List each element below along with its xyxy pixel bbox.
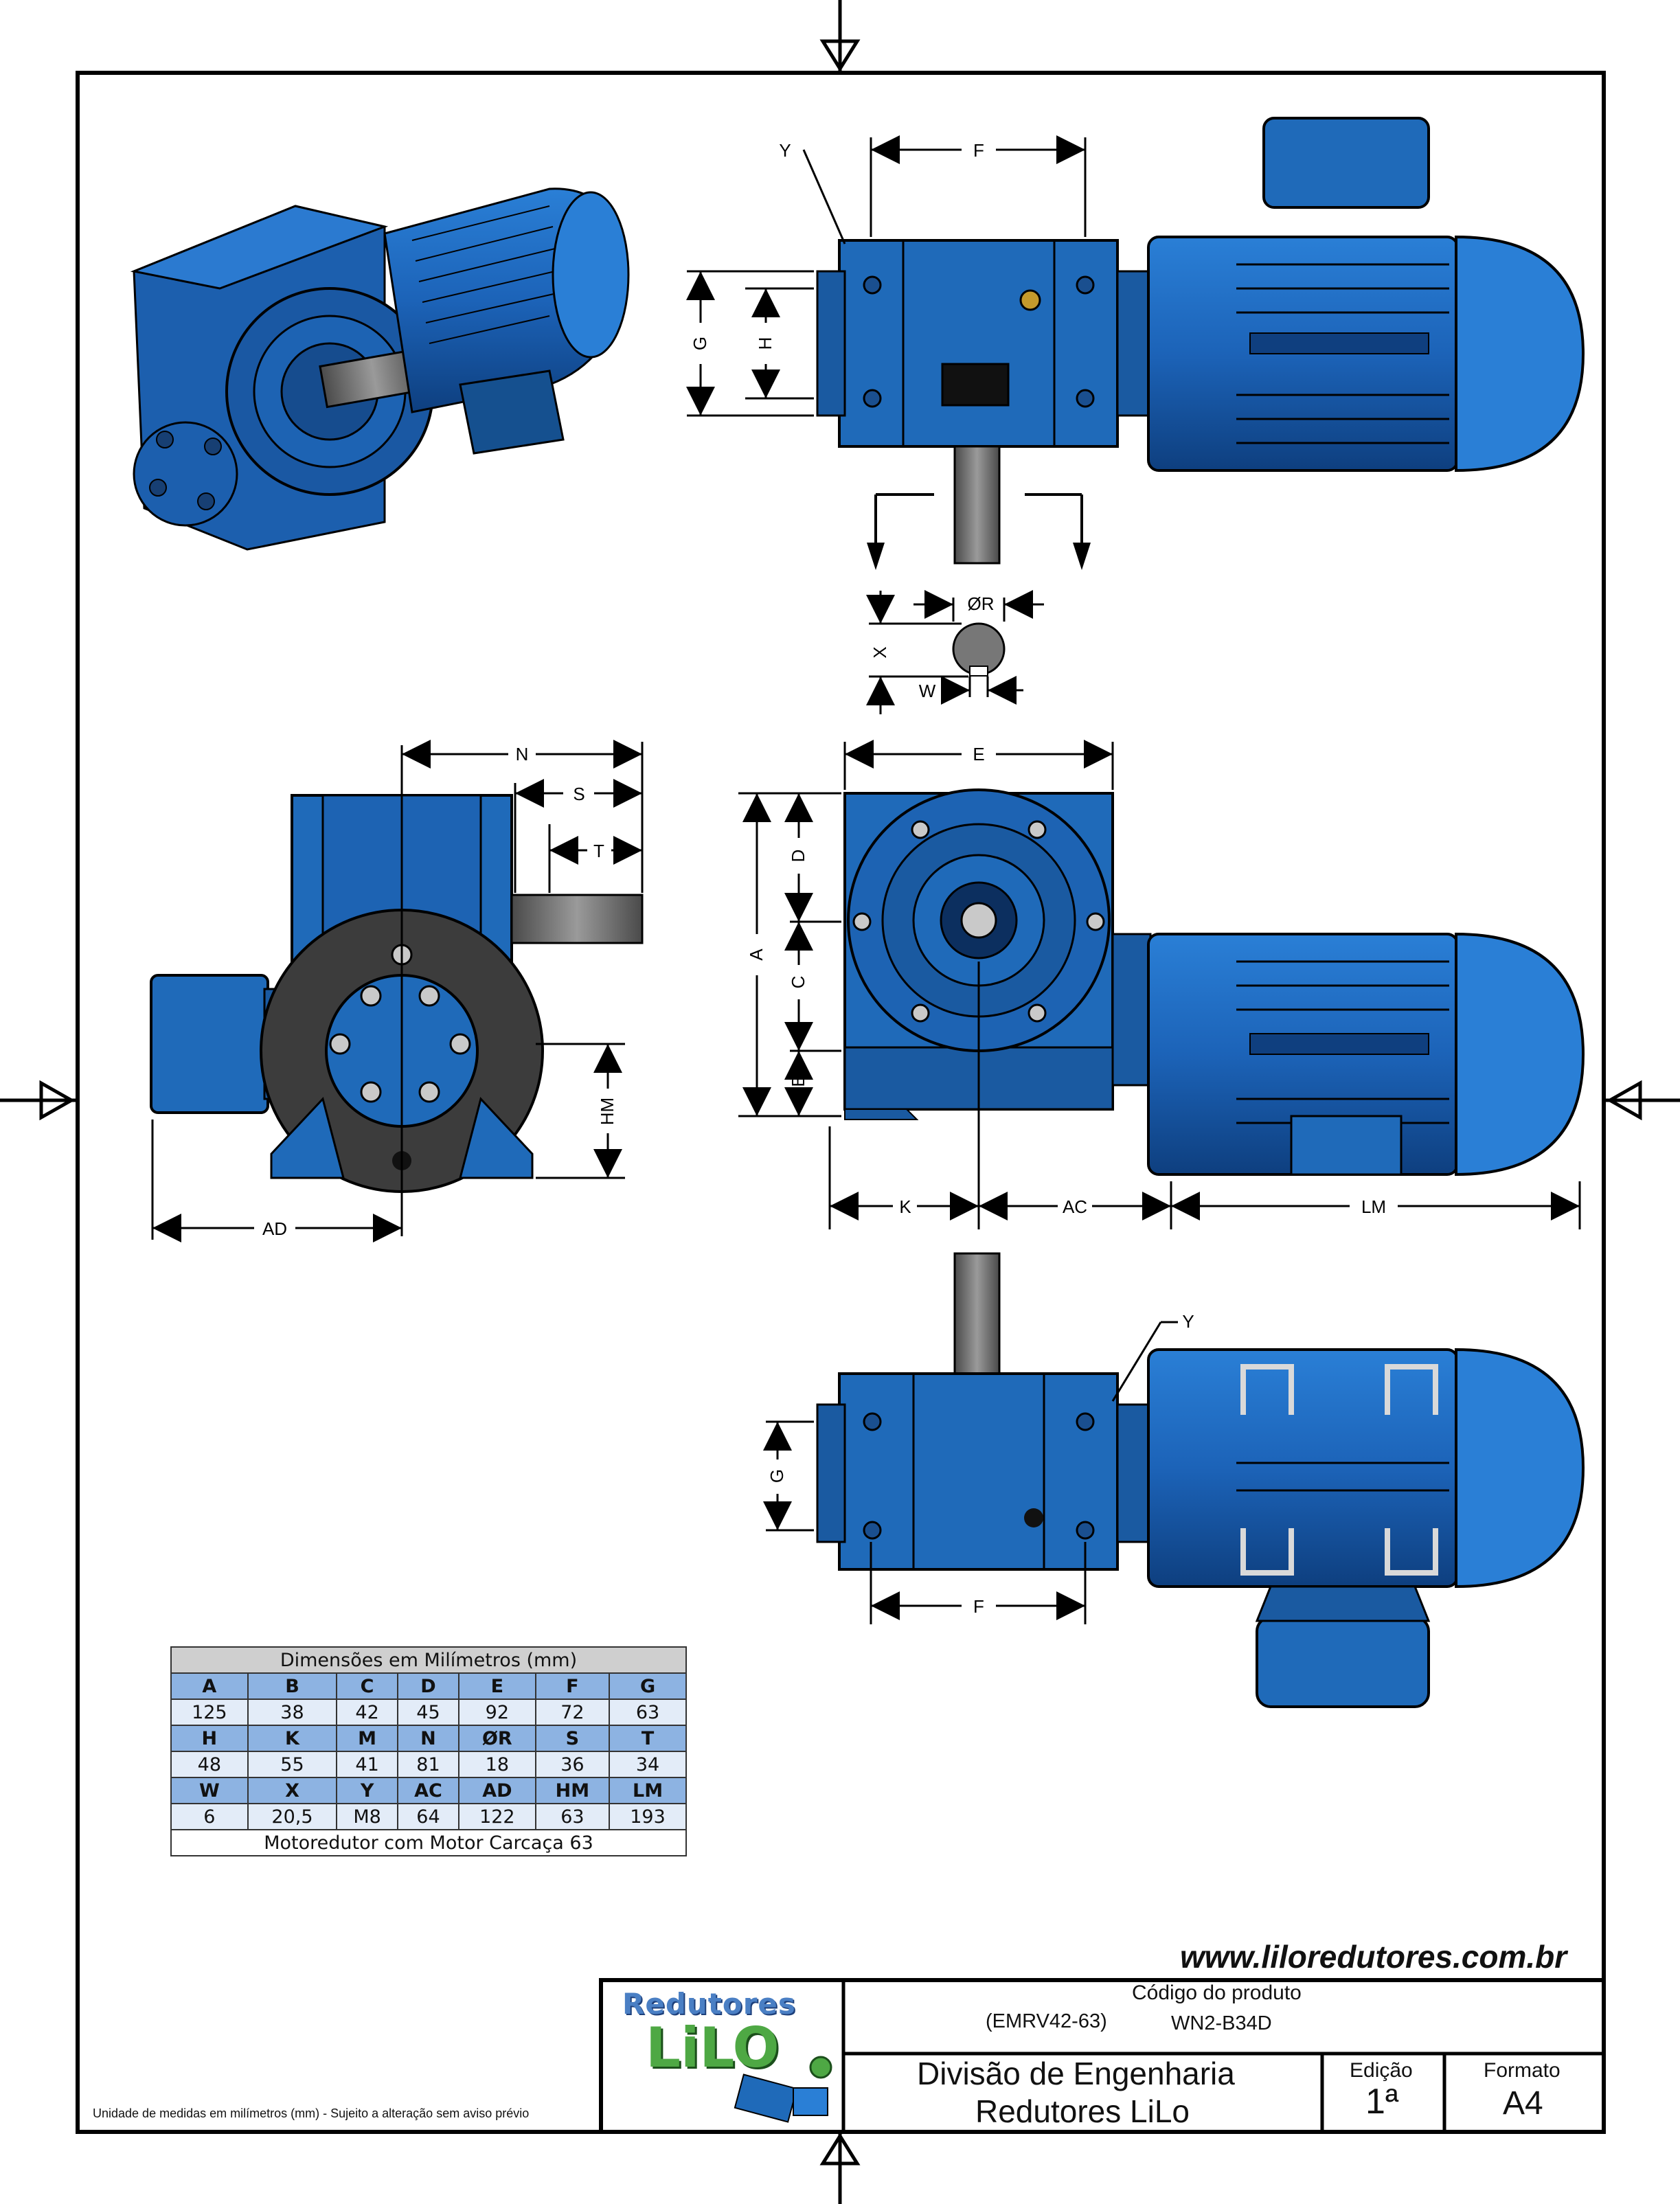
footer-note: Unidade de medidas em milímetros (mm) - …: [93, 2106, 530, 2120]
value-lm: 193: [609, 1803, 687, 1830]
value-ad: 122: [458, 1803, 536, 1830]
header-hm: HM: [534, 1777, 611, 1804]
value-n: 81: [396, 1751, 460, 1778]
value-h: 48: [170, 1751, 249, 1778]
value-ac: 64: [396, 1803, 460, 1830]
header-y: Y: [336, 1777, 398, 1804]
label-lm: LM: [1361, 1196, 1386, 1217]
top-view: F Y G H: [686, 117, 1585, 570]
codigo-label: Código do produto: [1132, 1981, 1302, 2004]
formato-label: Formato: [1484, 2059, 1560, 2082]
header-g: G: [609, 1672, 687, 1700]
label-y2: Y: [1182, 1311, 1194, 1332]
label-f2: F: [973, 1596, 984, 1617]
header-t: T: [609, 1725, 687, 1752]
value-m: 41: [336, 1751, 398, 1778]
header-h: H: [170, 1725, 249, 1752]
label-d: D: [788, 850, 808, 863]
division-line-1: Divisão de Engenharia: [917, 2056, 1235, 2091]
product-ref: (EMRV42-63): [986, 2010, 1107, 2032]
value-b: 38: [247, 1699, 338, 1726]
label-g: G: [690, 337, 710, 350]
value-y: M8: [336, 1803, 398, 1830]
header-f: F: [534, 1672, 611, 1700]
label-r: ØR: [968, 593, 995, 614]
division-line-2: Redutores LiLo: [975, 2093, 1190, 2129]
label-s: S: [573, 784, 584, 804]
label-ac: AC: [1063, 1196, 1087, 1217]
header-ac: AC: [396, 1777, 460, 1804]
label-c: C: [788, 976, 808, 989]
shaft-section: ØR X W: [866, 590, 1044, 714]
value-e: 92: [458, 1699, 536, 1726]
table-value-row-2: 48 55 41 81 18 36 34: [170, 1751, 687, 1778]
header-r: ØR: [458, 1725, 536, 1752]
header-e: E: [458, 1672, 536, 1700]
value-a: 125: [170, 1699, 249, 1726]
table-header-row-1: A B C D E F G: [170, 1672, 687, 1700]
value-t: 34: [609, 1751, 687, 1778]
table-header-row-2: H K M N ØR S T: [170, 1725, 687, 1752]
logo-lilo: LiLO: [646, 2016, 780, 2080]
formato-value: A4: [1503, 2085, 1543, 2122]
dimensions-table: Dimensões em Milímetros (mm) A B C D E F…: [170, 1646, 687, 1856]
header-s: S: [534, 1725, 611, 1752]
front-view: E A D C B K AC LM: [738, 740, 1585, 1229]
bottom-view: Y G F: [763, 1252, 1585, 1708]
value-k: 55: [247, 1751, 338, 1778]
table-footer: Motoredutor com Motor Carcaça 63: [170, 1829, 687, 1856]
header-c: C: [336, 1672, 398, 1700]
value-s: 36: [534, 1751, 611, 1778]
table-header-row-3: W X Y AC AD HM LM: [170, 1777, 687, 1804]
value-f: 72: [534, 1699, 611, 1726]
header-ad: AD: [458, 1777, 536, 1804]
logo-redutores: Redutores: [622, 1987, 796, 2021]
edicao-value: 1ª: [1365, 2082, 1399, 2122]
edicao-label: Edição: [1350, 2059, 1413, 2082]
label-g2: G: [767, 1469, 787, 1483]
label-x: X: [870, 646, 890, 658]
header-n: N: [396, 1725, 460, 1752]
header-b: B: [247, 1672, 338, 1700]
product-code: WN2-B34D: [1171, 2012, 1272, 2034]
logo-graphic: [734, 2056, 832, 2123]
label-h: H: [755, 337, 775, 350]
label-e: E: [973, 744, 984, 764]
header-a: A: [170, 1672, 249, 1700]
label-n: N: [516, 744, 529, 764]
table-value-row-1: 125 38 42 45 92 72 63: [170, 1699, 687, 1726]
value-d: 45: [396, 1699, 460, 1726]
label-w: W: [919, 681, 936, 701]
label-k: K: [899, 1196, 911, 1217]
header-k: K: [247, 1725, 338, 1752]
header-w: W: [170, 1777, 249, 1804]
value-hm: 63: [534, 1803, 611, 1830]
value-g: 63: [609, 1699, 687, 1726]
value-x: 20,5: [247, 1803, 338, 1830]
title-block: [599, 1978, 1606, 2134]
isometric-view: [130, 188, 630, 551]
label-t: T: [593, 841, 604, 861]
label-b: B: [788, 1075, 808, 1087]
header-x: X: [247, 1777, 338, 1804]
value-r: 18: [458, 1751, 536, 1778]
side-view: N S T HM AD: [150, 740, 644, 1242]
header-m: M: [336, 1725, 398, 1752]
label-hm: HM: [597, 1098, 617, 1125]
value-c: 42: [336, 1699, 398, 1726]
value-w: 6: [170, 1803, 249, 1830]
label-y: Y: [779, 140, 791, 161]
header-d: D: [396, 1672, 460, 1700]
table-caption: Dimensões em Milímetros (mm): [170, 1646, 687, 1674]
table-value-row-3: 6 20,5 M8 64 122 63 193: [170, 1803, 687, 1830]
label-a: A: [746, 948, 767, 961]
header-lm: LM: [609, 1777, 687, 1804]
website-link[interactable]: www.liloredutores.com.br: [1180, 1939, 1567, 1975]
label-ad: AD: [262, 1218, 287, 1239]
label-f: F: [973, 140, 984, 161]
